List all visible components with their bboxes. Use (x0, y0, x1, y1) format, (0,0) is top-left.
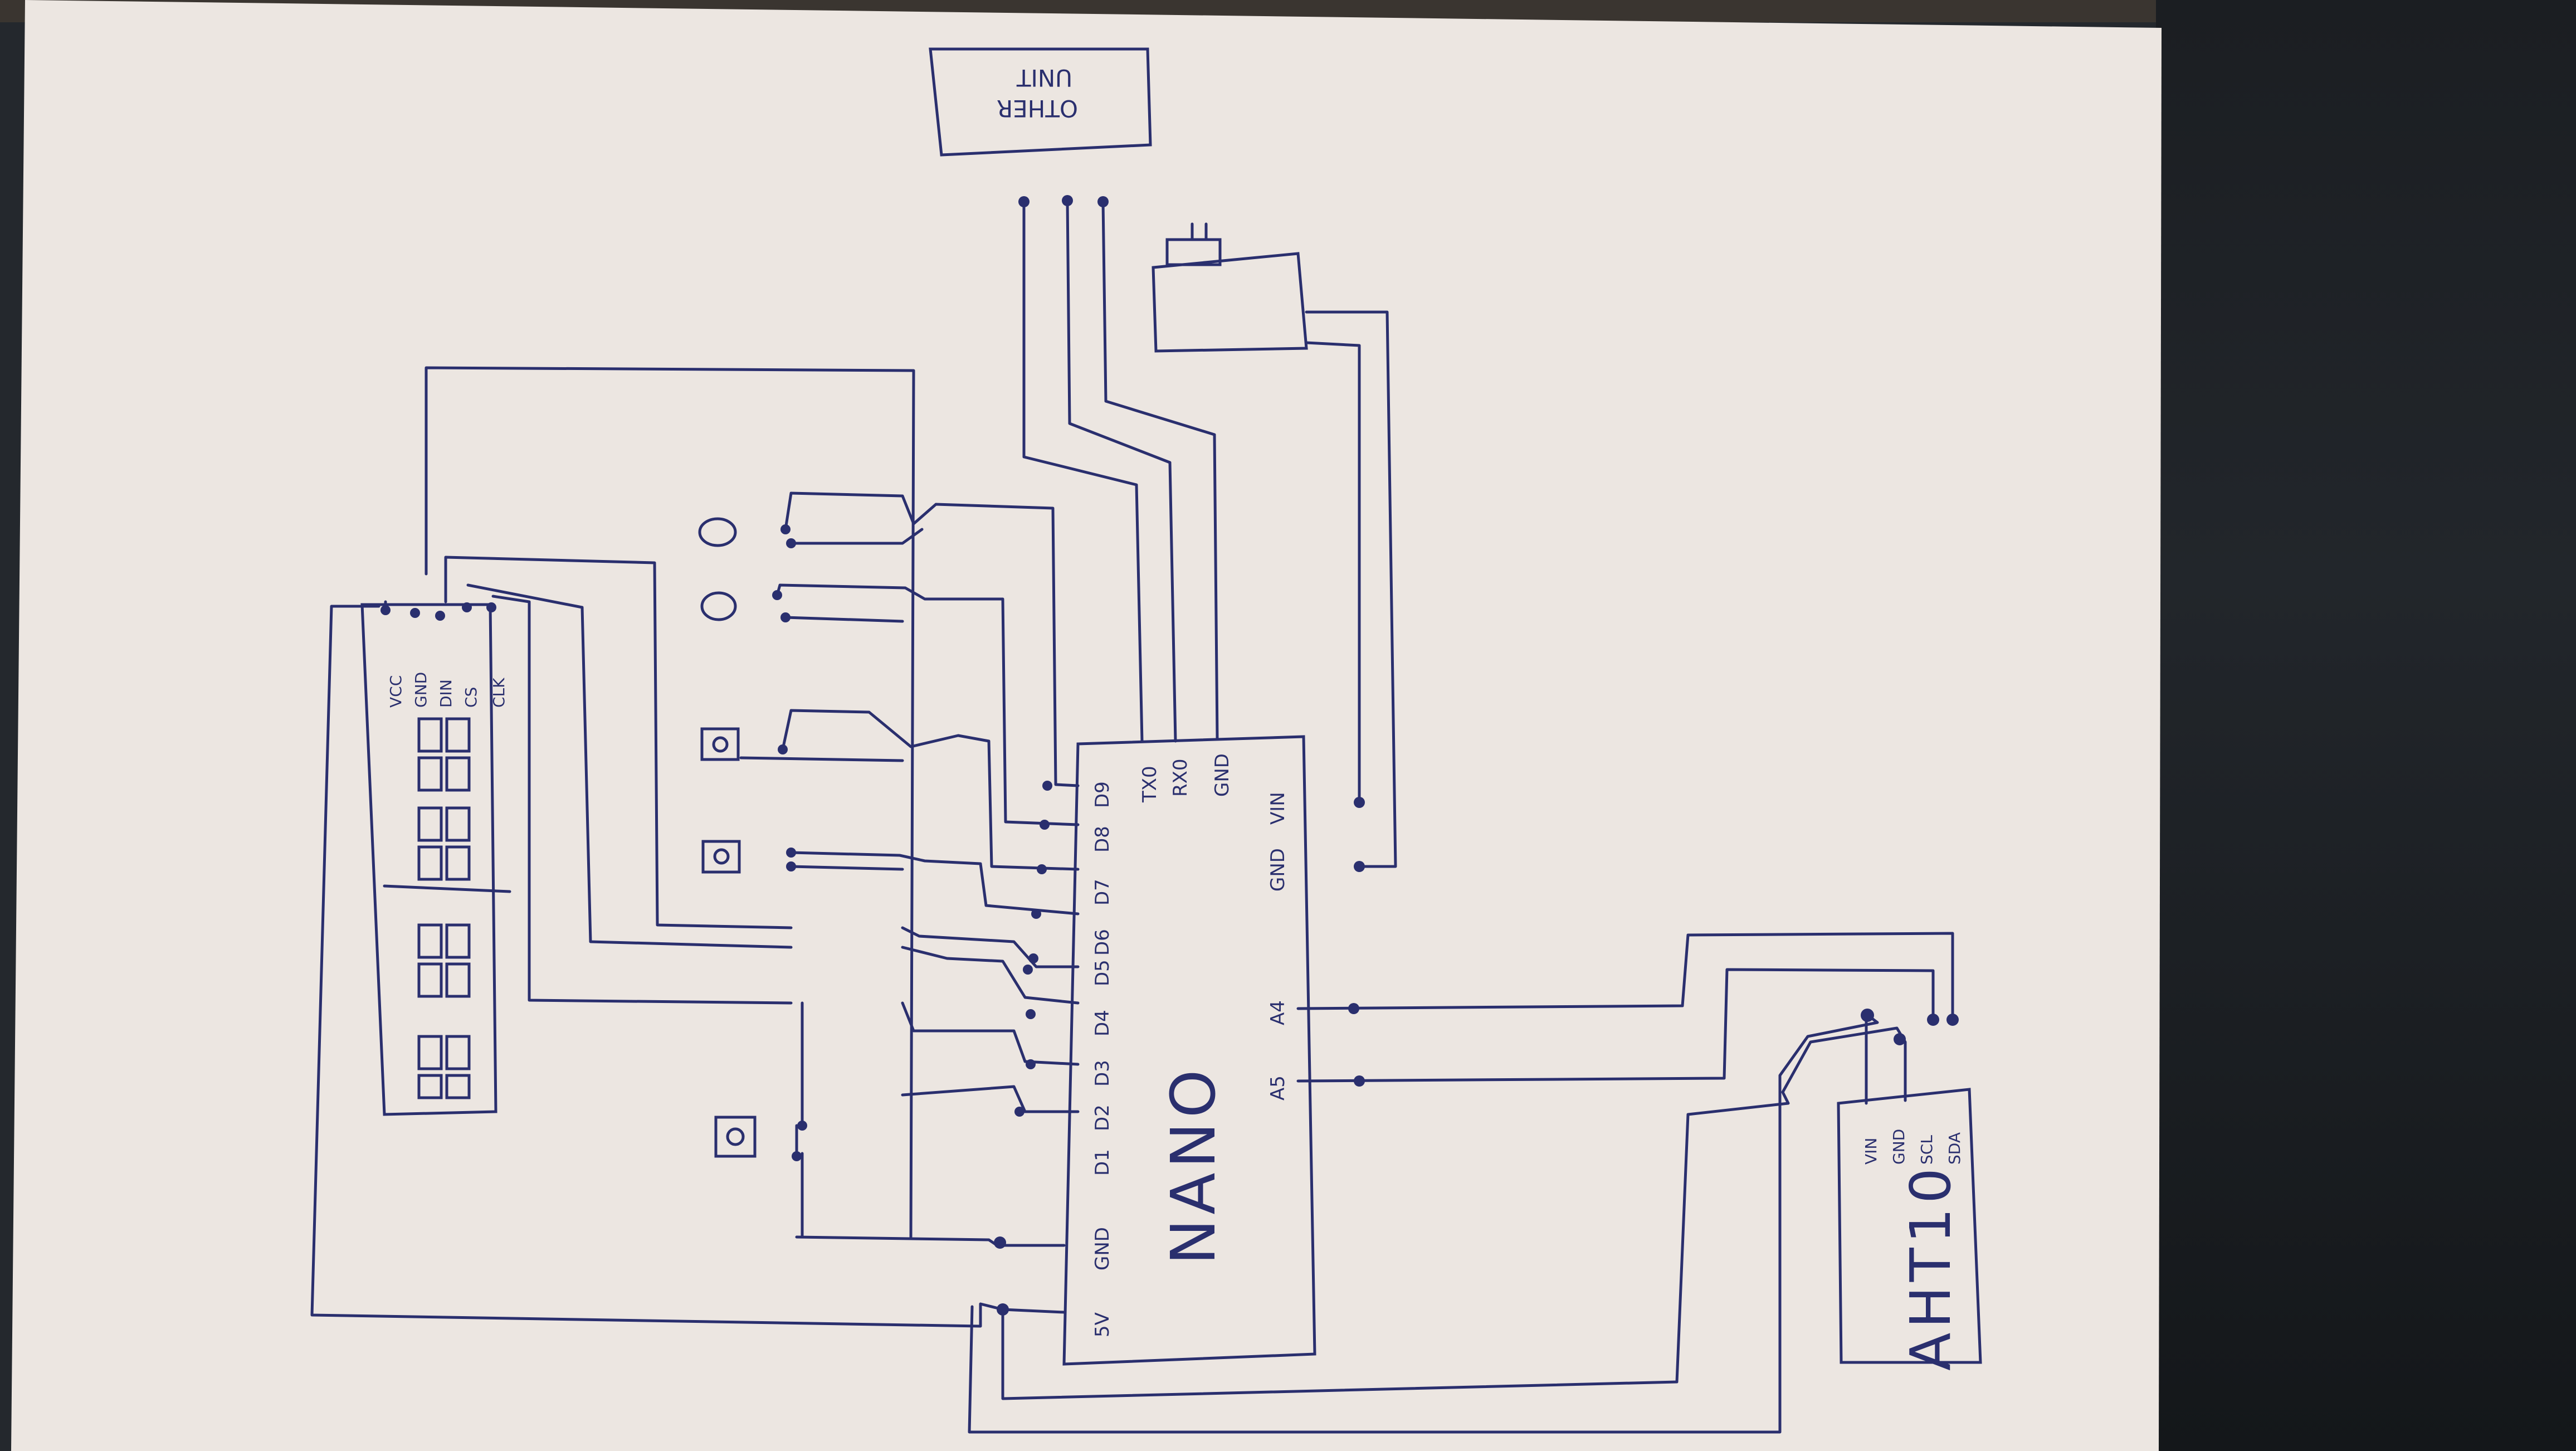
sensor-title: AHT10 (1898, 1163, 1963, 1371)
nano-pin-d8: D8 (1091, 826, 1114, 853)
other-unit-line1: OTHER (997, 95, 1078, 122)
nano-pin-d3: D3 (1091, 1060, 1114, 1087)
display-pin-clk: CLK (490, 678, 508, 708)
display-pin-vcc: VCC (387, 675, 405, 708)
nano-pin-d5: D5 (1091, 960, 1114, 986)
nano-pin-d7: D7 (1091, 879, 1114, 905)
other-unit: OTHER UNIT (929, 47, 1152, 207)
sensor-pin-scl: SCL (1918, 1135, 1936, 1165)
nano-pin-a5: A5 (1267, 1075, 1289, 1101)
nano-pin-d2: D2 (1091, 1104, 1114, 1131)
nano-pin-vin: VIN (1267, 792, 1289, 825)
nano-pin-a4: A4 (1267, 1000, 1289, 1025)
nano-pin-gnd-left: GND (1091, 1227, 1114, 1270)
wires (310, 199, 1959, 1434)
nano-pin-d9: D9 (1091, 781, 1114, 808)
display-pin-cs: CS (462, 687, 480, 708)
nano-pin-rx0: RX0 (1169, 758, 1192, 797)
seven-segment-display: VCC GND DIN CS CLK (360, 600, 511, 1116)
paper-sheet (11, 0, 2162, 1451)
nano-pin-gnd-top: GND (1211, 753, 1233, 797)
sensor-pin-vin: VIN (1862, 1138, 1880, 1165)
display-pin-gnd: GND (412, 672, 430, 708)
arduino-nano: NANO D9 D8 D7 D6 D5 D4 D3 D2 D1 GND 5V T… (1062, 735, 1316, 1366)
nano-pin-gnd-right: GND (1267, 848, 1289, 892)
nano-pin-d1: D1 (1091, 1149, 1114, 1176)
power-jack (1152, 222, 1308, 353)
nano-pin-5v: 5V (1091, 1312, 1114, 1337)
nano-title: NANO (1158, 1065, 1229, 1265)
nano-pin-tx0: TX0 (1139, 766, 1161, 803)
sensor-pin-sda: SDA (1945, 1132, 1964, 1165)
aht10-sensor: AHT10 VIN GND SCL SDA (1837, 1088, 1982, 1371)
nano-pin-d6: D6 (1091, 929, 1114, 956)
display-pin-din: DIN (437, 679, 455, 708)
sensor-pin-gnd: GND (1890, 1129, 1908, 1165)
display-digits (417, 717, 471, 1099)
nano-pin-d4: D4 (1091, 1010, 1114, 1036)
dark-background (2156, 0, 2576, 1451)
other-unit-line2: UNIT (1016, 64, 1072, 91)
